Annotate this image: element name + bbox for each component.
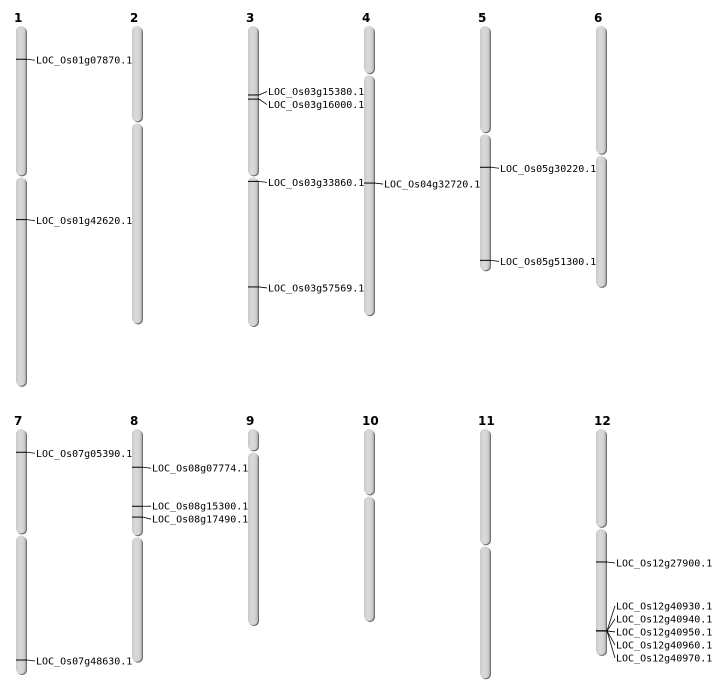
gene-label: LOC_Os12g40930.1 bbox=[616, 601, 712, 612]
chromosome-3: 3LOC_Os03g15380.1LOC_Os03g16000.1LOC_Os0… bbox=[246, 11, 364, 327]
chromosome-long-arm bbox=[364, 75, 374, 316]
chromosome-short-arm bbox=[480, 26, 490, 133]
chromosome-long-arm bbox=[480, 134, 490, 271]
gene-connector bbox=[258, 286, 268, 289]
chromosome-11: 11 bbox=[478, 414, 495, 680]
chromosome-short-arm bbox=[132, 429, 142, 536]
chromosome-9: 9 bbox=[246, 414, 259, 627]
chromosome-short-arm bbox=[596, 429, 606, 527]
gene-connector bbox=[490, 166, 500, 169]
gene-label: LOC_Os12g40970.1 bbox=[616, 653, 712, 664]
gene-connector bbox=[258, 91, 268, 96]
chromosome-short-arm bbox=[248, 26, 258, 176]
gene-connector bbox=[142, 516, 152, 520]
chromosome-title: 7 bbox=[14, 414, 22, 428]
gene-connector bbox=[606, 618, 616, 632]
chromosome-title: 11 bbox=[478, 414, 495, 428]
gene-connector bbox=[606, 630, 616, 633]
gene-connector bbox=[26, 659, 36, 662]
chromosome-10: 10 bbox=[362, 414, 379, 622]
chromosome-6: 6 bbox=[594, 11, 607, 288]
gene-label: LOC_Os03g33860.1 bbox=[268, 178, 364, 189]
gene-connector bbox=[606, 605, 616, 632]
gene-connector bbox=[26, 219, 36, 222]
gene-label: LOC_Os12g40950.1 bbox=[616, 627, 712, 638]
chromosome-short-arm bbox=[132, 26, 142, 122]
chromosome-long-arm bbox=[132, 537, 142, 662]
chromosome-long-arm bbox=[16, 177, 26, 386]
gene-connector bbox=[606, 561, 616, 564]
gene-label: LOC_Os08g15300.1 bbox=[152, 502, 248, 513]
chromosome-long-arm bbox=[248, 177, 258, 326]
chromosome-title: 8 bbox=[130, 414, 138, 428]
chromosome-long-arm bbox=[248, 452, 258, 626]
gene-label: LOC_Os07g48630.1 bbox=[36, 657, 132, 668]
gene-connector bbox=[490, 259, 500, 262]
chromosome-title: 10 bbox=[362, 414, 379, 428]
gene-label: LOC_Os12g40940.1 bbox=[616, 614, 712, 625]
gene-label: LOC_Os01g42620.1 bbox=[36, 216, 132, 227]
chromosome-short-arm bbox=[480, 429, 490, 545]
gene-label: LOC_Os12g27900.1 bbox=[616, 558, 712, 569]
chromosome-short-arm bbox=[16, 26, 26, 176]
gene-label: LOC_Os03g15380.1 bbox=[268, 87, 364, 98]
chromosome-short-arm bbox=[364, 26, 374, 74]
chromosome-long-arm bbox=[480, 546, 490, 679]
chromosome-short-arm bbox=[364, 429, 374, 495]
gene-connector bbox=[606, 630, 616, 659]
chromosome-title: 12 bbox=[594, 414, 611, 428]
chromosome-long-arm bbox=[16, 535, 26, 675]
gene-connector bbox=[258, 98, 268, 105]
gene-label: LOC_Os08g07774.1 bbox=[152, 464, 248, 475]
gene-connector bbox=[374, 182, 384, 185]
gene-connector bbox=[26, 451, 36, 454]
gene-label: LOC_Os03g57569.1 bbox=[268, 283, 364, 294]
chromosome-title: 6 bbox=[594, 11, 602, 25]
gene-connector bbox=[606, 630, 616, 646]
chromosome-long-arm bbox=[596, 528, 606, 656]
gene-connector bbox=[258, 181, 268, 183]
chromosome-2: 2 bbox=[130, 11, 143, 325]
chromosome-long-arm bbox=[596, 155, 606, 287]
chromosome-long-arm bbox=[364, 496, 374, 621]
chromosome-title: 2 bbox=[130, 11, 138, 25]
gene-label: LOC_Os03g16000.1 bbox=[268, 100, 364, 111]
chromosome-short-arm bbox=[248, 429, 258, 451]
chromosome-title: 4 bbox=[362, 11, 370, 25]
gene-label: LOC_Os05g30220.1 bbox=[500, 164, 596, 175]
chromosome-long-arm bbox=[132, 123, 142, 324]
chromosome-12: 12LOC_Os12g27900.1LOC_Os12g40930.1LOC_Os… bbox=[594, 414, 712, 664]
chromosome-8: 8LOC_Os08g07774.1LOC_Os08g15300.1LOC_Os0… bbox=[130, 414, 248, 663]
gene-label: LOC_Os12g40960.1 bbox=[616, 640, 712, 651]
gene-label: LOC_Os01g07870.1 bbox=[36, 56, 132, 67]
chromosome-title: 9 bbox=[246, 414, 254, 428]
chromosome-short-arm bbox=[16, 429, 26, 534]
gene-label: LOC_Os08g17490.1 bbox=[152, 515, 248, 526]
chromosome-short-arm bbox=[596, 26, 606, 154]
chromosome-title: 1 bbox=[14, 11, 22, 25]
chromosome-title: 3 bbox=[246, 11, 254, 25]
gene-label: LOC_Os04g32720.1 bbox=[384, 180, 480, 191]
gene-label: LOC_Os07g05390.1 bbox=[36, 449, 132, 460]
chromosome-title: 5 bbox=[478, 11, 486, 25]
gene-label: LOC_Os05g51300.1 bbox=[500, 257, 596, 268]
gene-connector bbox=[142, 466, 152, 469]
gene-connector bbox=[26, 58, 36, 61]
